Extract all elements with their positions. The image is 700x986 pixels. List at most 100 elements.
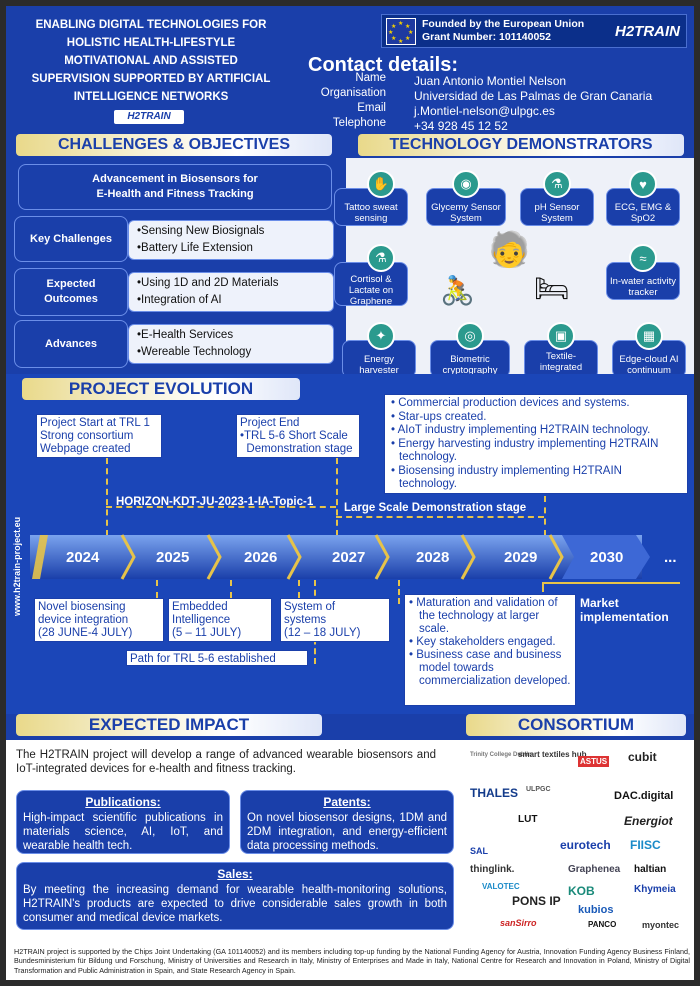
- start-line: Strong consortium: [40, 430, 134, 442]
- logo-energiot: Energiot: [624, 814, 673, 828]
- milestone-biosensing: Novel biosensing device integration (28 …: [34, 598, 164, 642]
- logo-pons-ip: PONS IP: [512, 894, 561, 908]
- hand-icon: ✋: [367, 170, 395, 198]
- list-item: Using 1D and 2D Materials: [141, 277, 279, 289]
- chip-icon: ▦: [635, 322, 663, 350]
- title-line: motivational and assisted: [64, 55, 238, 67]
- eu-flag-icon: ★★★★★★★★: [386, 18, 416, 45]
- h2train-logo: H2TRAIN: [114, 110, 184, 124]
- later-item: Key stakeholders engaged.: [416, 636, 556, 648]
- list-item: E-Health Services: [141, 329, 234, 341]
- logo-ulpgc: ULPGC: [526, 786, 551, 793]
- poster: Enabling Digital Technologies for Holist…: [6, 6, 694, 980]
- trl-path-box: Path for TRL 5-6 established: [126, 650, 308, 666]
- advances-label: Advances: [14, 320, 128, 368]
- logo-panco: PANCO: [588, 920, 617, 929]
- contact-phone: +34 928 45 12 52: [414, 119, 508, 133]
- advances-list: •E-Health Services •Wereable Technology: [128, 324, 334, 364]
- bed-icon: 🛏: [534, 273, 570, 304]
- logo-fiisc: FIISC: [630, 838, 661, 852]
- logo-sal: SAL: [470, 846, 488, 856]
- challenges-top-box: Advancement in Biosensors for E-Health a…: [18, 164, 332, 210]
- logo-cubit: cubit: [628, 750, 657, 764]
- list-item: Wereable Technology: [141, 346, 252, 358]
- milestone-embedded: Embedded Intelligence (5 – 11 JULY): [168, 598, 272, 642]
- market-outcomes-box: • Commercial production devices and syst…: [384, 394, 688, 494]
- milestone-line: Novel biosensing: [38, 601, 126, 613]
- impact-heading: EXPECTED IMPACT: [16, 714, 322, 736]
- website-url[interactable]: www.h2train-project.eu: [12, 517, 22, 616]
- logo-khymeia: Khymeia: [634, 884, 676, 895]
- list-item: Battery Life Extension: [141, 242, 253, 254]
- milestone-line: System of: [284, 601, 336, 613]
- milestone-line: (12 – 18 JULY): [284, 627, 361, 639]
- key-challenges-list: •Sensing New Biosignals •Battery Life Ex…: [128, 220, 334, 260]
- list-item: Sensing New Biosignals: [141, 225, 265, 237]
- key-challenges-label: Key Challenges: [14, 216, 128, 262]
- consortium-logos: Trinity College Dublin smart textiles hu…: [464, 742, 690, 938]
- year-2025: 2025: [156, 549, 190, 566]
- contact-org: Universidad de Las Palmas de Gran Canari…: [414, 89, 653, 103]
- publications-title: Publications:: [85, 795, 161, 809]
- fingerprint-icon: ◎: [456, 322, 484, 350]
- logo-graphenea: Graphenea: [568, 864, 621, 875]
- eu-line: Founded by the European Union: [422, 18, 585, 30]
- logo-kubios: kubios: [578, 904, 614, 916]
- bulb-icon: ✦: [367, 322, 395, 350]
- sales-title: Sales:: [217, 867, 253, 881]
- name-label: Name: [355, 72, 386, 84]
- logo-sansirro: sanSirro: [500, 918, 537, 928]
- logo-valotec: VALOTEC: [482, 882, 520, 891]
- h2train-logo: H2TRAIN: [614, 23, 680, 40]
- expected-outcomes-list: •Using 1D and 2D Materials •Integration …: [128, 272, 334, 312]
- title-line: Enabling Digital Technologies for: [35, 19, 267, 31]
- logo-eurotech: eurotech: [560, 838, 611, 852]
- email-label: Email: [357, 102, 386, 114]
- start-line: Webpage created: [40, 443, 131, 455]
- later-item: Maturation and validation of the technol…: [416, 597, 558, 635]
- contact-name: Juan Antonio Montiel Nelson: [414, 74, 567, 88]
- market-item: Energy harvesting industry implementing …: [398, 437, 659, 464]
- project-start-box: Project Start at TRL 1 Strong consortium…: [36, 414, 162, 458]
- end-line: Project End: [240, 417, 300, 429]
- publications-text: High-impact scientific publications in m…: [23, 812, 223, 852]
- patents-text: On novel biosensor designs, 1DM and 2DM …: [247, 812, 447, 852]
- logo-haltian: haltian: [634, 864, 667, 875]
- shirt-icon: ▣: [547, 322, 575, 350]
- milestone-line: Embedded: [172, 601, 228, 613]
- expected-outcomes-label: Expected Outcomes: [14, 268, 128, 316]
- logo-myontec: myontec: [642, 920, 680, 930]
- dashed-connector: [298, 580, 300, 598]
- dashed-connector: [336, 458, 338, 536]
- sales-box: Sales: By meeting the increasing demand …: [16, 862, 454, 930]
- milestone-line: device integration: [38, 614, 129, 626]
- contact-heading: Contact details:: [308, 54, 459, 76]
- logo-astus: ASTUS: [578, 756, 610, 767]
- title-line: supervision supported by Artificial: [31, 73, 271, 85]
- logo-thales: THALES: [470, 786, 518, 800]
- challenges-heading: CHALLENGES & OBJECTIVES: [16, 134, 332, 156]
- logo-trinity: Trinity College Dublin: [470, 752, 532, 758]
- large-scale-label: Large Scale Demonstration stage: [344, 502, 527, 514]
- milestone-line: Intelligence: [172, 614, 231, 626]
- flask-icon: ⚗: [367, 244, 395, 272]
- title-line: Intelligence Networks: [73, 91, 229, 103]
- end-line: •TRL 5-6 Short Scale: [240, 430, 348, 442]
- dashed-connector: [336, 516, 544, 518]
- project-title: Enabling Digital Technologies for Holist…: [16, 16, 286, 106]
- top-line: Advancement in Biosensors for: [92, 173, 258, 185]
- year-2027: 2027: [332, 549, 366, 566]
- cyclist-icon: 🚴: [440, 275, 475, 306]
- year-2028: 2028: [416, 549, 450, 566]
- dashed-connector: [106, 458, 108, 536]
- list-item: Integration of AI: [141, 294, 222, 306]
- ph-icon: ⚗: [543, 170, 571, 198]
- dashed-connector: [544, 496, 546, 536]
- timeline-arrow: [30, 534, 650, 580]
- logo-smart-textiles: smart textiles hub: [518, 750, 587, 759]
- project-end-box: Project End •TRL 5-6 Short Scale Demonst…: [236, 414, 360, 458]
- market-implementation: Market implementation: [580, 596, 669, 624]
- market-bracket: [542, 582, 544, 592]
- milestone-line: systems: [284, 614, 327, 626]
- contact-email[interactable]: j.Montiel-nelson@ulpgc.es: [414, 104, 555, 118]
